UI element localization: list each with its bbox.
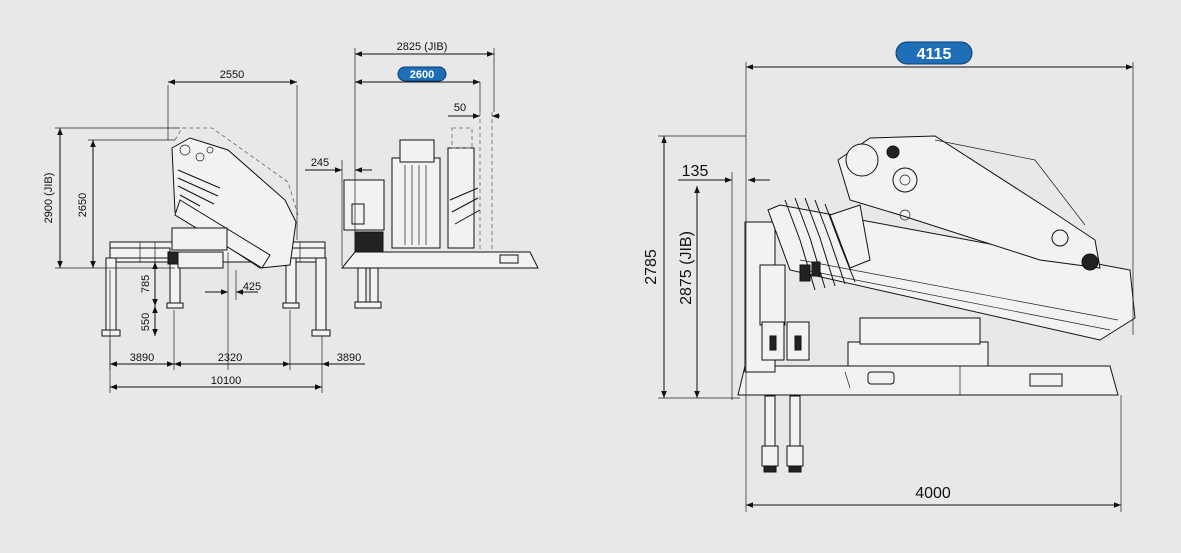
side-view bbox=[737, 135, 1136, 473]
dim-245: 245 bbox=[311, 157, 329, 169]
dim-2875-jib: 2875 (JIB) bbox=[678, 231, 695, 305]
dim-2825-jib: 2825 (JIB) bbox=[397, 41, 448, 53]
badge-2600 bbox=[397, 66, 447, 82]
dim-2785: 2785 bbox=[643, 249, 660, 285]
badge-4115 bbox=[895, 41, 973, 65]
dim-2900-jib: 2900 (JIB) bbox=[43, 173, 55, 224]
dim-2600: 2600 bbox=[410, 69, 434, 81]
dim-4115: 4115 bbox=[917, 46, 952, 63]
dim-50: 50 bbox=[454, 102, 466, 114]
end-dimensions: 2825 (JIB) 2600 50 245 bbox=[305, 41, 500, 266]
end-view bbox=[340, 112, 539, 309]
dim-135: 135 bbox=[682, 163, 709, 180]
dim-425: 425 bbox=[243, 281, 261, 293]
dim-2650: 2650 bbox=[77, 193, 89, 217]
dim-3890-right: 3890 bbox=[337, 352, 361, 364]
dim-550: 550 bbox=[140, 313, 152, 331]
dim-785: 785 bbox=[140, 275, 152, 293]
dim-2550: 2550 bbox=[220, 69, 244, 81]
dim-4000: 4000 bbox=[915, 485, 951, 502]
side-dimensions: 4115 135 2785 2875 (JIB) 4000 bbox=[643, 41, 1134, 512]
front-dimensions: 2550 2900 (JIB) 2650 785 550 425 3890 23… bbox=[43, 69, 365, 390]
front-view bbox=[101, 127, 331, 393]
dim-2320: 2320 bbox=[218, 352, 242, 364]
dim-3890-left: 3890 bbox=[130, 352, 154, 364]
dim-10100: 10100 bbox=[211, 375, 242, 387]
